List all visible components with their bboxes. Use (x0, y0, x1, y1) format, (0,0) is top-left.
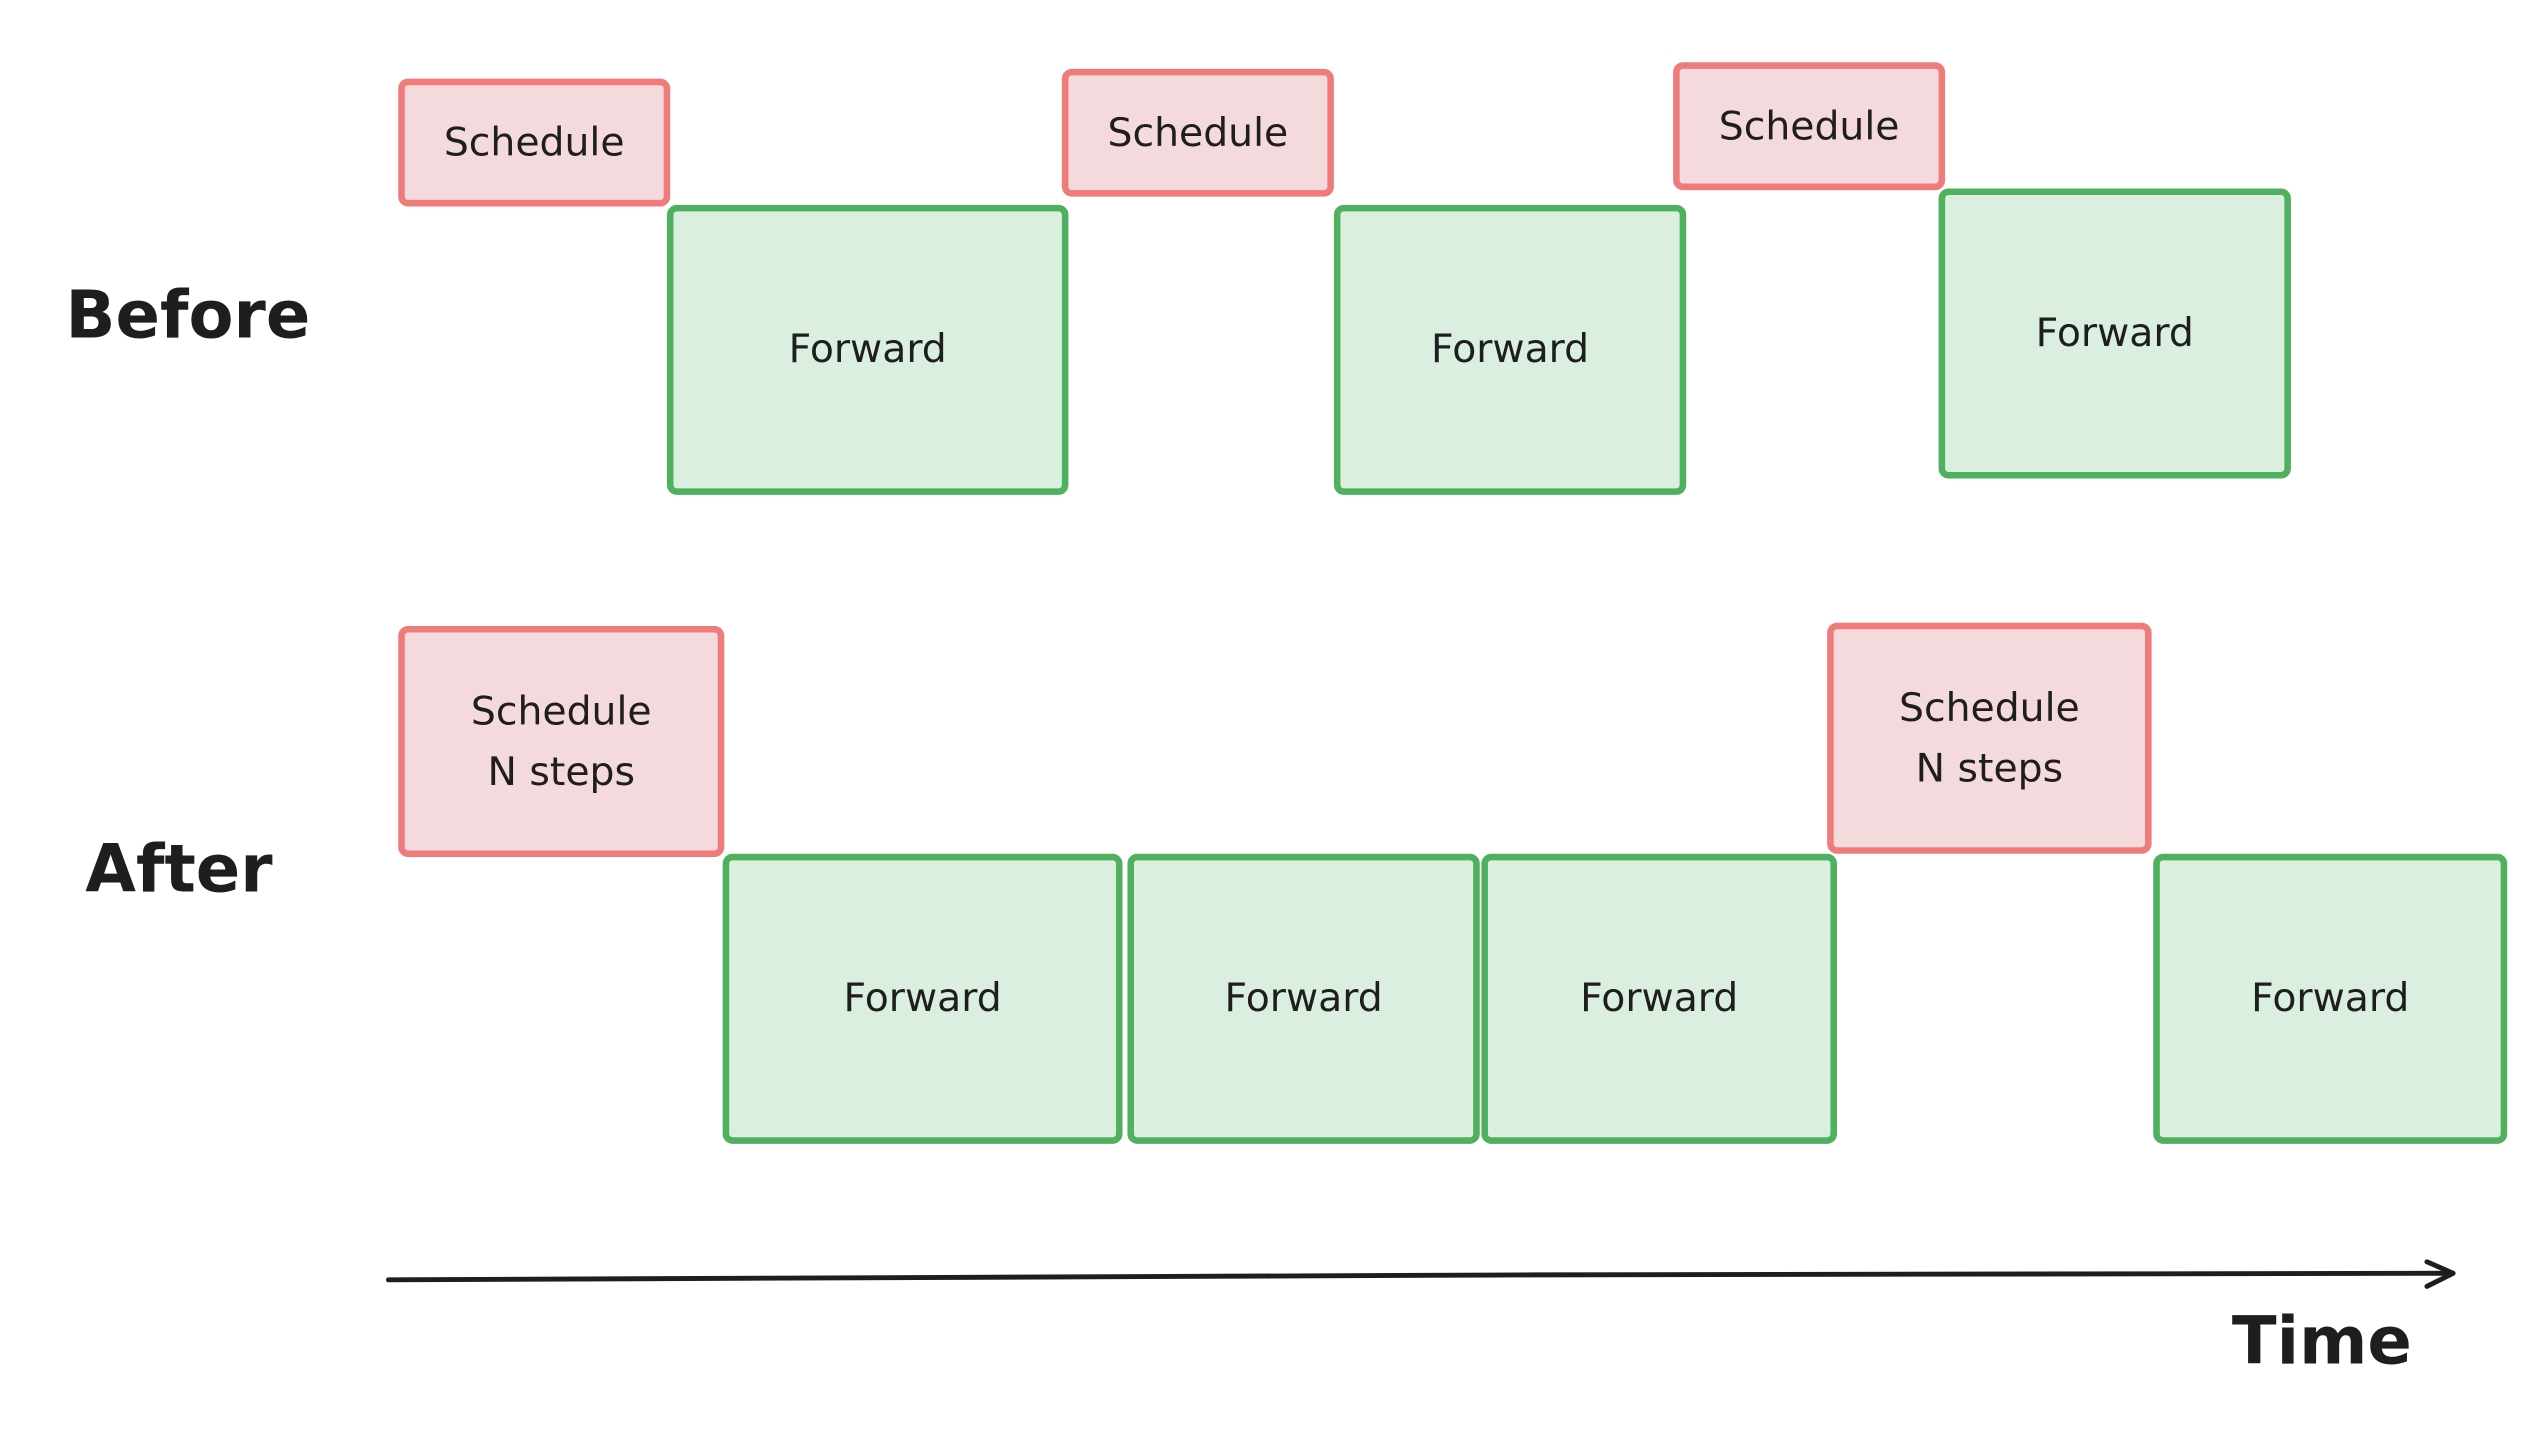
before-forward-block-1: Forward (666, 204, 1069, 495)
after-forward-block-3: Forward (1481, 853, 1837, 1144)
after-schedule-label-1-line1: Schedule (470, 687, 652, 734)
after-forward-block-1: Forward (722, 853, 1123, 1144)
after-schedule-label-1-line2: N steps (487, 748, 635, 794)
after-forward-label-2: Forward (1224, 975, 1383, 1021)
after-forward-label-1: Forward (843, 975, 1002, 1021)
after-forward-block-2: Forward (1127, 853, 1480, 1144)
after-schedule-label-2-line2: N steps (1915, 744, 2064, 791)
before-schedule-label-1: Schedule (443, 118, 625, 165)
before-forward-block-2: Forward (1333, 204, 1687, 495)
before-forward-label-2: Forward (1430, 326, 1590, 372)
after-schedule-label-2-line1: Schedule (1898, 684, 2080, 731)
before-schedule-label-2: Schedule (1107, 108, 1289, 155)
time-axis-line (385, 1270, 2451, 1283)
after-forward-label-4: Forward (2251, 975, 2410, 1021)
before-forward-block-3: Forward (1938, 188, 2291, 479)
before-forward-label-3: Forward (2035, 309, 2194, 356)
before-row-label: Before (65, 278, 311, 354)
after-schedule-block-2: Schedule N steps (1827, 622, 2152, 854)
after-row-label: After (85, 832, 273, 908)
before-schedule-label-3: Schedule (1718, 102, 1900, 149)
before-schedule-block-2: Schedule (1061, 68, 1334, 197)
before-schedule-block-1: Schedule (398, 78, 671, 207)
time-axis-label: Time (2231, 1304, 2412, 1380)
time-axis-arrowhead (2424, 1259, 2456, 1289)
before-schedule-block-3: Schedule (1673, 62, 1946, 191)
after-forward-block-4: Forward (2153, 853, 2508, 1144)
before-forward-label-1: Forward (788, 326, 947, 372)
after-schedule-block-1: Schedule N steps (398, 625, 725, 858)
after-forward-label-3: Forward (1580, 975, 1739, 1021)
